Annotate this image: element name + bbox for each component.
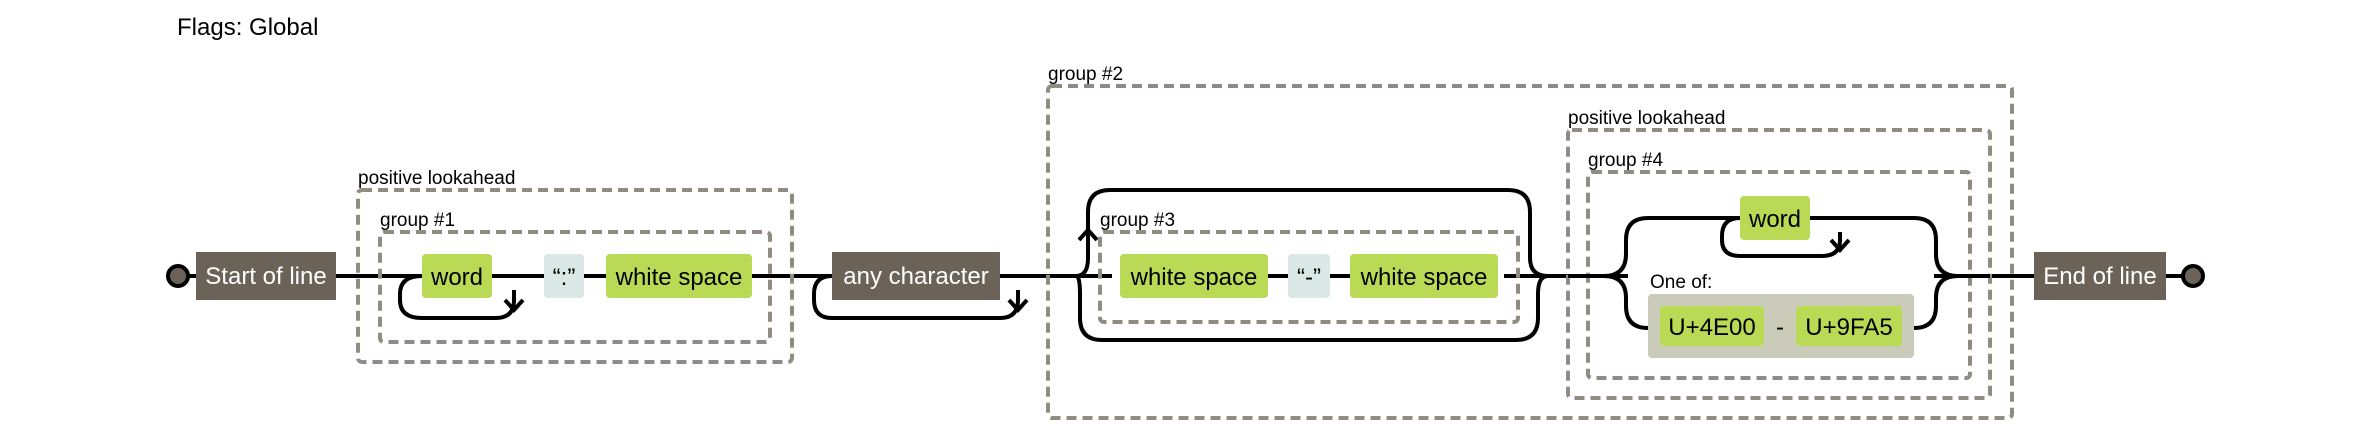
any-char-repeat-loop bbox=[812, 274, 1020, 320]
range-end-node bbox=[1796, 306, 1902, 346]
positive-lookahead-1-box bbox=[356, 188, 794, 364]
whitespace-class-label-2: white space bbox=[1130, 264, 1258, 291]
group-1-box bbox=[378, 230, 772, 344]
group-3-box bbox=[1098, 230, 1520, 324]
dash-literal-node: “-” bbox=[1288, 254, 1330, 298]
start-of-line-label: Start of line bbox=[205, 263, 326, 290]
any-character-label: any character bbox=[843, 263, 988, 290]
range-start-label: U+4E00 bbox=[1668, 314, 1755, 341]
whitespace-class-label-1: white space bbox=[615, 264, 743, 291]
positive-lookahead-2-box bbox=[1566, 128, 1992, 400]
whitespace-class-label-3: white space bbox=[1360, 264, 1488, 291]
word2-repeat-arrow bbox=[1829, 238, 1851, 253]
group-4-label: group #4 bbox=[1588, 150, 1663, 171]
group3-bypass-bottom bbox=[1075, 274, 1549, 342]
word-class-node-1: word bbox=[422, 254, 492, 298]
word1-repeat-arrow bbox=[503, 298, 525, 313]
group-1-label: group #1 bbox=[380, 210, 455, 231]
range-start-node bbox=[1660, 306, 1764, 346]
range-separator: - bbox=[1776, 314, 1784, 341]
whitespace-class-node-2: white space bbox=[1120, 254, 1268, 298]
start-of-line-anchor: Start of line bbox=[196, 252, 336, 300]
start-terminal-circle bbox=[166, 264, 190, 288]
word2-repeat-loop bbox=[1720, 216, 1842, 258]
group-3-label: group #3 bbox=[1100, 210, 1175, 231]
any-char-repeat-arrow bbox=[1007, 298, 1029, 313]
group-2-label: group #2 bbox=[1048, 64, 1123, 85]
positive-lookahead-1-label: positive lookahead bbox=[358, 168, 515, 189]
whitespace-class-node-3: white space bbox=[1350, 254, 1498, 298]
end-of-line-label: End of line bbox=[2043, 263, 2156, 290]
positive-lookahead-2-label: positive lookahead bbox=[1568, 108, 1725, 129]
group3-repeat-arrow-up bbox=[1077, 227, 1099, 242]
range-end-label: U+9FA5 bbox=[1805, 314, 1892, 341]
word-class-label-2: word bbox=[1748, 206, 1801, 233]
word1-repeat-loop bbox=[398, 274, 516, 320]
whitespace-class-node-1: white space bbox=[606, 254, 752, 298]
any-character-anchor: any character bbox=[832, 252, 1000, 300]
end-of-line-anchor: End of line bbox=[2034, 252, 2166, 300]
word-class-label-1: word bbox=[430, 264, 483, 291]
group3-repeat-loop-top bbox=[1075, 188, 1549, 278]
word-class-node-2: word bbox=[1740, 196, 1810, 240]
end-terminal-circle bbox=[2181, 264, 2205, 288]
one-of-label: One of: bbox=[1650, 272, 1712, 293]
colon-literal-label: “:” bbox=[553, 264, 576, 291]
dash-literal-label: “-” bbox=[1297, 264, 1321, 291]
character-set-box: U+4E00 - U+9FA5 bbox=[1648, 294, 1914, 358]
group-2-box bbox=[1046, 84, 2014, 420]
flags-label: Flags: Global bbox=[177, 14, 319, 41]
colon-literal-node: “:” bbox=[544, 254, 584, 298]
